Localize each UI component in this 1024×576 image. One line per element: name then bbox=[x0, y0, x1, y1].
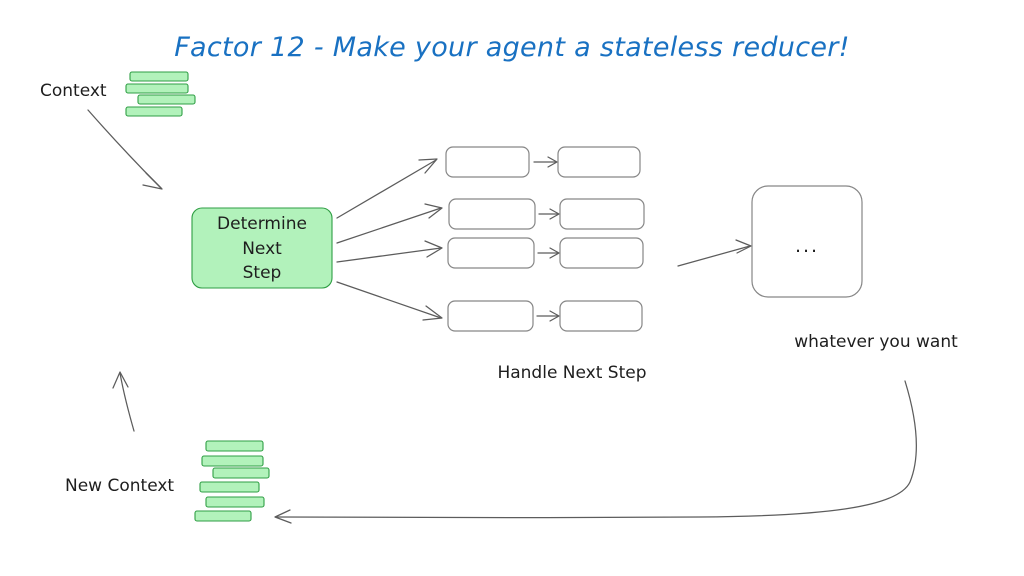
new-context-label: New Context bbox=[65, 476, 174, 496]
determine-line-3: Step bbox=[243, 263, 282, 283]
step-row bbox=[448, 198, 645, 230]
whatever-box-rect[interactable] bbox=[751, 185, 863, 298]
context-bar bbox=[129, 71, 189, 82]
step-card-right[interactable] bbox=[559, 300, 643, 332]
step-card-right[interactable] bbox=[559, 198, 645, 230]
new-context-bar bbox=[205, 496, 265, 508]
step-card-left[interactable] bbox=[447, 237, 535, 269]
determine-next-step-box[interactable]: Determine Next Step bbox=[191, 207, 333, 289]
new-context-bar bbox=[199, 481, 260, 493]
new-context-bar bbox=[205, 440, 264, 452]
step-card-left[interactable] bbox=[448, 198, 536, 230]
step-card-left[interactable] bbox=[447, 300, 534, 332]
step-card-right[interactable] bbox=[557, 146, 641, 178]
new-context-bars-group bbox=[194, 440, 270, 522]
determine-next-step-rect[interactable] bbox=[191, 207, 333, 289]
new-context-bar bbox=[201, 455, 264, 467]
feedback-loop-arrow bbox=[274, 380, 918, 524]
ellipsis-label: ... bbox=[795, 235, 819, 257]
step-row bbox=[445, 146, 641, 178]
determine-line-1: Determine bbox=[217, 214, 307, 234]
step-row-arrow bbox=[538, 208, 560, 220]
context-bar bbox=[125, 106, 183, 117]
context-bar bbox=[125, 83, 189, 94]
handle-next-step-rows bbox=[445, 146, 645, 332]
fanout-arrow-row-3 bbox=[336, 240, 443, 263]
arrow-new-context-up bbox=[112, 371, 135, 432]
arrow-to-whatever-box bbox=[677, 239, 752, 267]
fanout-arrow-row-2 bbox=[336, 203, 443, 244]
context-bars-group bbox=[125, 71, 196, 117]
step-row-arrow bbox=[537, 247, 560, 259]
arrow-context-to-determine bbox=[87, 109, 163, 190]
whatever-you-want-box[interactable]: ... bbox=[751, 185, 863, 298]
fanout-arrow-row-1 bbox=[336, 158, 438, 219]
step-card-right[interactable] bbox=[559, 237, 644, 269]
fanout-arrow-row-4 bbox=[336, 281, 443, 321]
page-title: Factor 12 - Make your agent a stateless … bbox=[174, 32, 850, 63]
context-label: Context bbox=[40, 81, 107, 101]
context-bar bbox=[137, 94, 196, 105]
determine-line-2: Next bbox=[242, 239, 282, 259]
step-row-arrow bbox=[533, 156, 558, 168]
step-row bbox=[447, 237, 644, 269]
step-row-arrow bbox=[536, 310, 560, 322]
new-context-bar bbox=[194, 510, 252, 522]
new-context-bar bbox=[212, 467, 270, 479]
whatever-you-want-label: whatever you want bbox=[794, 332, 958, 352]
handle-next-step-label: Handle Next Step bbox=[497, 363, 646, 383]
step-row bbox=[447, 300, 643, 332]
step-card-left[interactable] bbox=[445, 146, 530, 178]
